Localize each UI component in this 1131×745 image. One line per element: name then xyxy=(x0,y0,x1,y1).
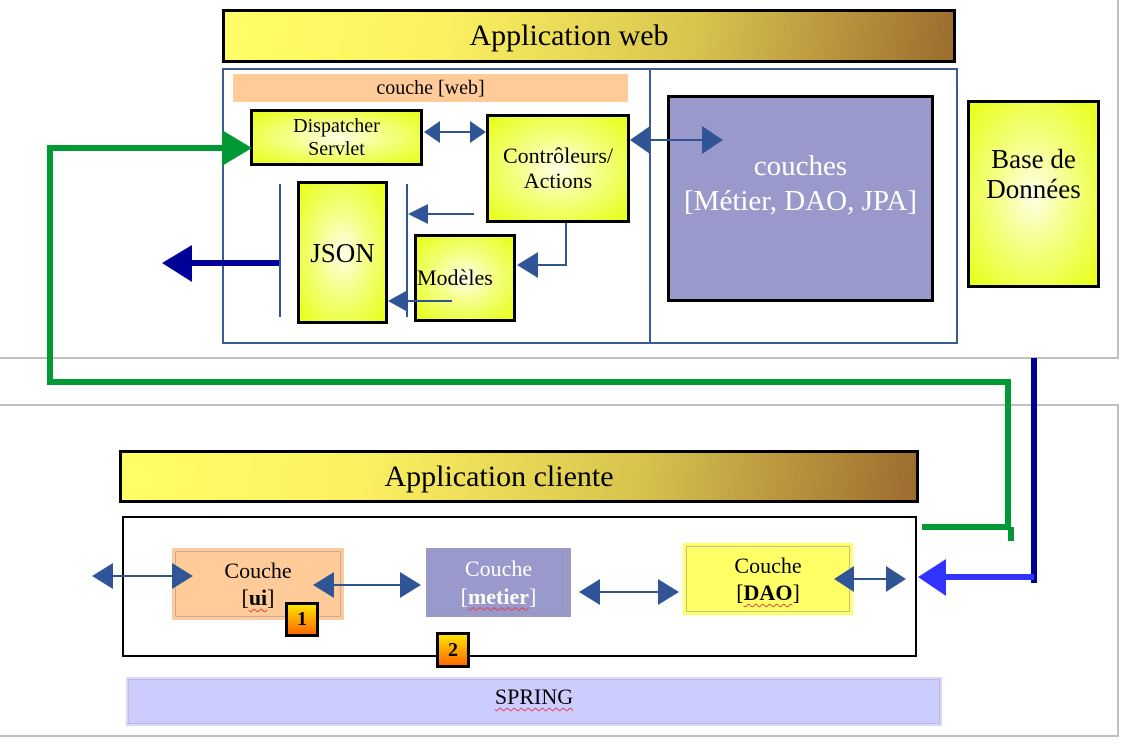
page-frame-top xyxy=(0,0,1119,359)
backend-layers-box: couches [Métier, DAO, JPA] xyxy=(667,95,934,302)
web-app-title: Application web xyxy=(469,19,669,52)
response-arrowhead-client xyxy=(918,559,946,596)
page-frame-bottom xyxy=(0,404,1119,737)
dao-layer-box: Couche [DAO] xyxy=(683,543,853,615)
dao-boundary-head-right xyxy=(886,566,906,592)
metier-layer-line1: Couche xyxy=(464,556,533,581)
metier-layer-name: metier xyxy=(467,583,530,609)
external-ui-head-left xyxy=(92,563,113,589)
metier-bracket-open: [ xyxy=(460,583,468,609)
dispatcher-controllers-head-left xyxy=(424,121,440,143)
dispatcher-servlet-box: Dispatcher Servlet xyxy=(250,109,423,166)
controllers-to-view-head xyxy=(408,204,428,224)
dao-bracket-close: ] xyxy=(792,580,800,605)
client-app-title: Application cliente xyxy=(384,459,614,493)
ui-bracket-open: [ xyxy=(241,585,249,610)
backend-layers-line2: [Métier, DAO, JPA] xyxy=(684,184,917,217)
controllers-line2: Actions xyxy=(523,167,593,193)
models-to-json-head xyxy=(388,291,406,311)
controllers-to-models-path xyxy=(530,223,567,266)
dispatcher-line1: Dispatcher xyxy=(293,115,380,138)
dao-layer-line2: [DAO] xyxy=(736,579,800,607)
models-box: Modèles xyxy=(414,234,516,322)
dispatcher-line2: Servlet xyxy=(308,137,365,160)
metier-layer-box: Couche [metier] xyxy=(426,548,571,617)
dao-boundary-head-left xyxy=(834,566,854,592)
ui-bracket-close: ] xyxy=(267,585,275,610)
controllers-to-models-head xyxy=(517,252,538,278)
json-label: JSON xyxy=(310,238,375,268)
spring-framework-bar: SPRING xyxy=(126,677,942,726)
web-app-container xyxy=(222,68,958,344)
controllers-backend-head-left xyxy=(630,126,650,154)
json-box: JSON xyxy=(297,181,388,324)
metier-bracket-close: ] xyxy=(529,583,537,609)
ui-layer-line2: [ui] xyxy=(241,584,274,612)
dao-layer-name: DAO xyxy=(743,580,793,605)
web-app-title-bar: Application web xyxy=(222,9,956,63)
backend-layers-line1: couches xyxy=(753,149,848,182)
database-line1: Base de xyxy=(991,143,1076,174)
controllers-actions-box: Contrôleurs/ Actions xyxy=(486,114,630,223)
ui-metier-head-right xyxy=(400,572,421,598)
web-layer-label-text: couche [web] xyxy=(376,76,485,99)
json-output-arrowhead xyxy=(162,245,192,282)
client-app-title-bar: Application cliente xyxy=(119,450,919,503)
web-layer-divider xyxy=(649,68,651,344)
request-arrowhead-green xyxy=(222,130,252,166)
step-badge-1: 1 xyxy=(285,602,319,637)
database-box: Base de Données xyxy=(967,100,1100,288)
controllers-backend-head-right xyxy=(702,126,723,154)
ui-metier-head-left xyxy=(313,572,334,598)
metier-dao-head-left xyxy=(579,579,600,605)
spring-label: SPRING xyxy=(494,684,574,709)
ui-layer-name: ui xyxy=(248,585,268,610)
models-label: Modèles xyxy=(417,264,493,290)
metier-dao-head-right xyxy=(658,579,679,605)
ui-layer-line1: Couche xyxy=(224,557,292,583)
client-app-container xyxy=(122,516,917,657)
dao-bracket-open: [ xyxy=(736,580,744,605)
dispatcher-controllers-head-right xyxy=(470,121,486,143)
metier-layer-line2: [metier] xyxy=(461,583,537,611)
controllers-line1: Contrôleurs/ xyxy=(503,142,613,168)
step-badge-2: 2 xyxy=(436,632,470,668)
step-badge-2-label: 2 xyxy=(448,638,458,661)
request-path-green xyxy=(47,145,1011,530)
database-line2: Données xyxy=(986,174,1081,204)
external-ui-head-right xyxy=(172,563,193,589)
dao-layer-line1: Couche xyxy=(734,552,802,578)
web-layer-label: couche [web] xyxy=(233,74,628,102)
step-badge-1-label: 1 xyxy=(297,608,307,630)
